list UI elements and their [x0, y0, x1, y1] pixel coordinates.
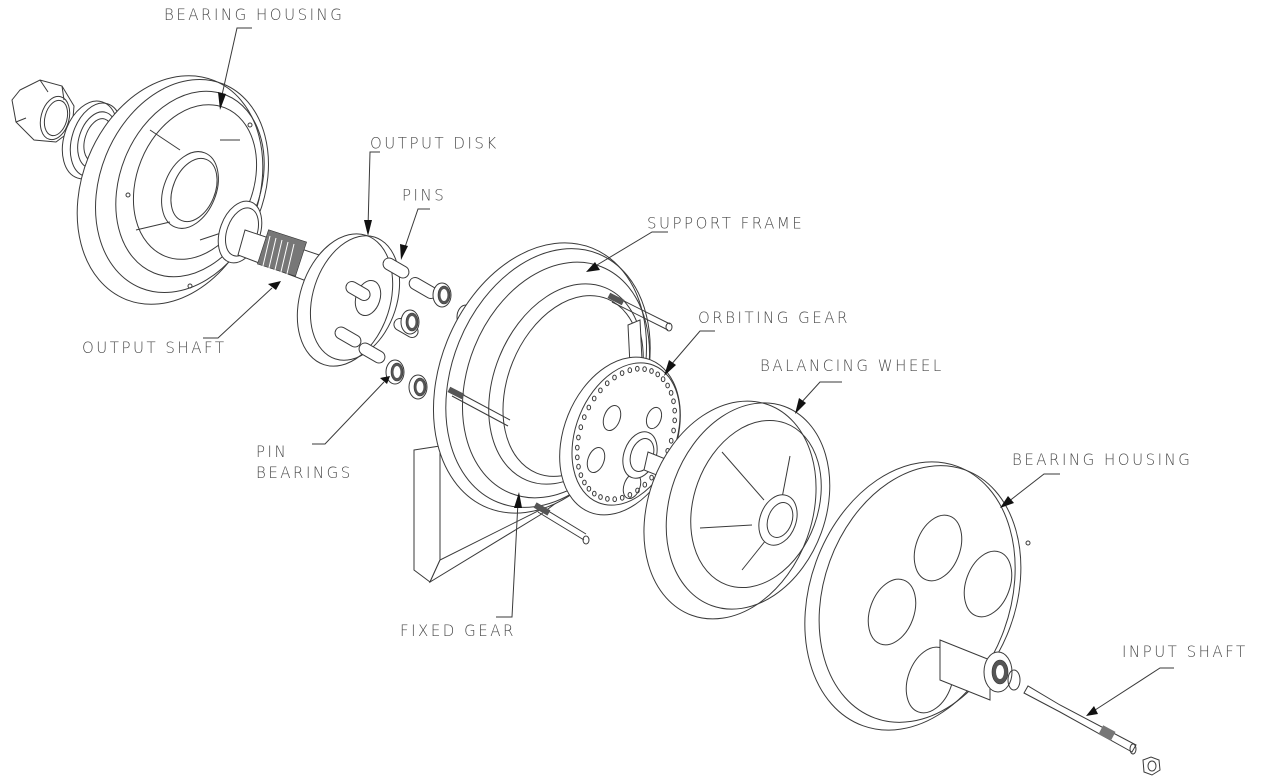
gear-hole: [672, 407, 678, 414]
gear-hole: [576, 463, 581, 470]
gear-hole: [627, 367, 633, 374]
bearing-housing-output: [76, 75, 269, 305]
gear-hole: [619, 370, 625, 377]
label-input-shaft: INPUT SHAFT: [1122, 642, 1248, 662]
input-shaft: [1023, 685, 1137, 755]
gear-hole: [619, 494, 625, 501]
gear-hole: [598, 494, 603, 500]
gear-hole: [582, 479, 587, 486]
gear-hole: [586, 485, 592, 492]
output-disk: [296, 233, 438, 367]
label-balancing-wheel: BALANCING WHEEL: [760, 356, 944, 376]
gear-hole: [627, 492, 633, 498]
gear-hole: [578, 472, 584, 479]
gear-hole: [575, 454, 580, 461]
gear-hole: [576, 434, 581, 441]
gear-hole: [649, 474, 654, 481]
gear-hole: [578, 424, 584, 431]
gear-hole: [612, 496, 618, 503]
label-bearing-housing-top: BEARING HOUSING: [164, 5, 345, 25]
hex-nut-input: [1142, 756, 1161, 776]
label-bearing-housing-right: BEARING HOUSING: [1012, 450, 1193, 470]
gear-hole: [671, 398, 676, 405]
gear-hole: [655, 371, 661, 378]
gear-hole: [586, 404, 592, 411]
label-pins: PINS: [402, 185, 447, 205]
gear-hole: [605, 496, 610, 502]
label-pin-bearings-line1: PIN: [256, 442, 289, 462]
label-fixed-gear: FIXED GEAR: [400, 621, 516, 641]
leaders: [203, 27, 1174, 716]
gear-hole: [642, 366, 647, 373]
bearing-housing-input: [804, 461, 1031, 731]
gear-hole: [612, 374, 617, 381]
gear-hole: [672, 417, 678, 424]
gear-hole: [582, 414, 587, 421]
gear-hole: [671, 427, 676, 434]
gear-hole: [575, 444, 580, 451]
frame-bolts: [447, 292, 673, 545]
gear-hole: [668, 437, 674, 444]
gear-hole: [604, 380, 610, 387]
gear-hole: [591, 395, 597, 402]
label-output-disk: OUTPUT DISK: [370, 133, 499, 153]
label-output-shaft: OUTPUT SHAFT: [82, 338, 227, 358]
label-orbiting-gear: ORBITING GEAR: [698, 308, 850, 328]
gear-hole: [642, 481, 648, 488]
pins: [334, 257, 438, 364]
gear-hole: [592, 490, 597, 497]
gear-hole: [649, 368, 654, 374]
gear-hole: [598, 387, 603, 394]
label-pin-bearings-line2: BEARINGS: [256, 463, 353, 483]
label-support-frame: SUPPORT FRAME: [647, 213, 805, 233]
gear-hole: [635, 365, 640, 372]
gear-hole: [665, 382, 670, 389]
gear-hole: [660, 376, 666, 383]
gear-hole: [668, 390, 674, 396]
